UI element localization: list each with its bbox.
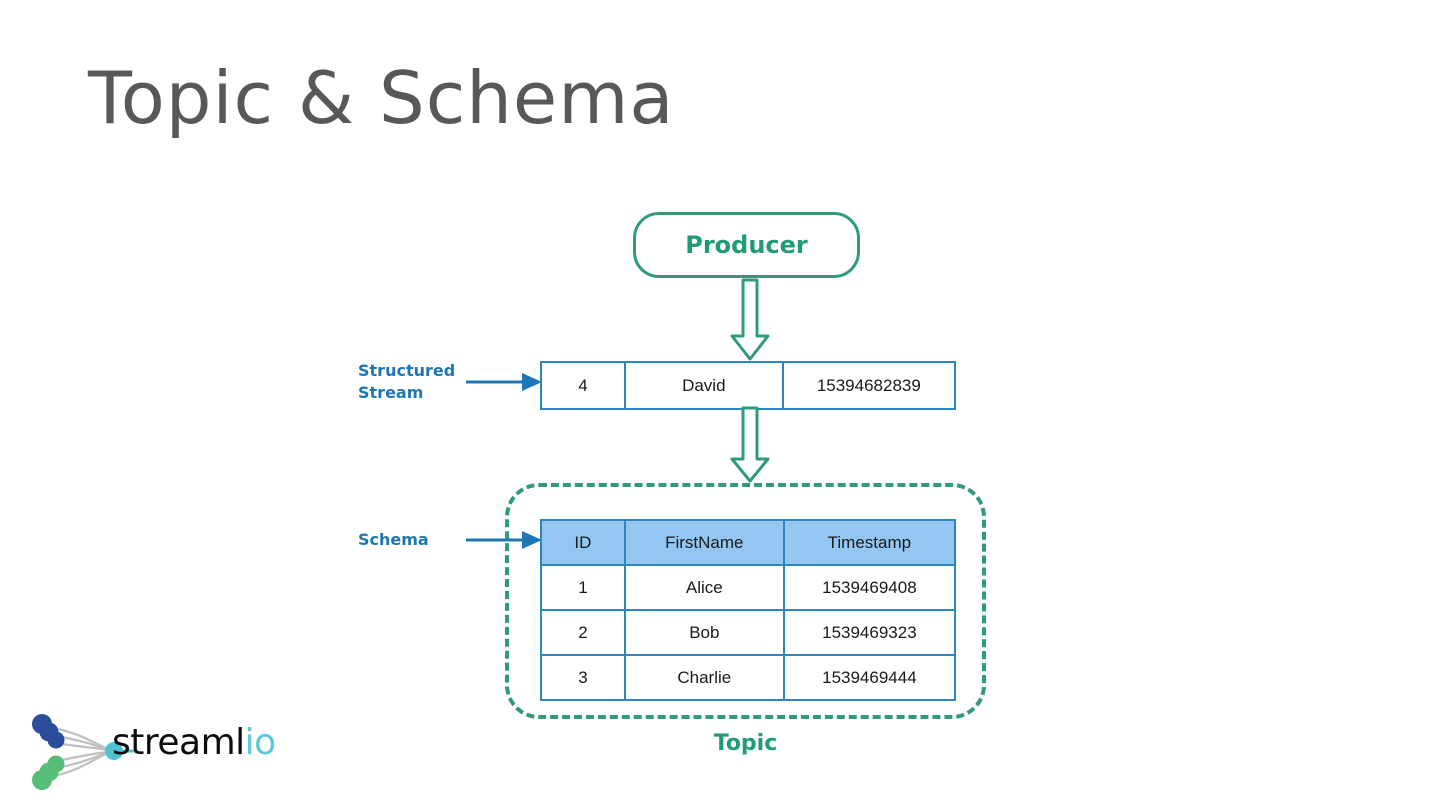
logo-wordmark-accent: io (244, 722, 277, 763)
schema-label: Schema (358, 530, 429, 549)
logo-blue-nodes (32, 714, 65, 749)
page-title: Topic & Schema (88, 56, 675, 140)
arrow-producer-to-stream-icon (730, 278, 770, 361)
table-row: 4 David 15394682839 (540, 361, 957, 410)
schema-cell-id: 1 (540, 564, 626, 611)
stream-cell-firstname: David (623, 361, 784, 410)
producer-label: Producer (685, 231, 808, 259)
structured-stream-label-line1: Structured (358, 361, 456, 380)
schema-cell-timestamp: 1539469323 (782, 609, 957, 656)
schema-cell-timestamp: 1539469408 (782, 564, 957, 611)
stream-cell-timestamp: 15394682839 (781, 361, 957, 410)
schema-header-timestamp: Timestamp (782, 519, 957, 566)
topic-label: Topic (713, 731, 778, 756)
schema-cell-firstname: Alice (623, 564, 785, 611)
table-row: 1 Alice 1539469408 (540, 564, 957, 611)
table-row: 3 Charlie 1539469444 (540, 654, 957, 701)
schema-cell-timestamp: 1539469444 (782, 654, 957, 701)
schema-cell-id: 2 (540, 609, 626, 656)
schema-header-firstname: FirstName (623, 519, 785, 566)
arrow-stream-to-topic-icon (730, 406, 770, 483)
structured-stream-label-line2: Stream (358, 382, 424, 402)
schema-cell-firstname: Bob (623, 609, 785, 656)
table-row: 2 Bob 1539469323 (540, 609, 957, 656)
schema-header-id: ID (540, 519, 626, 566)
schema-cell-id: 3 (540, 654, 626, 701)
logo-wordmark-dark: streaml (112, 722, 245, 763)
logo-wordmark: streamlio (112, 722, 276, 763)
stream-cell-id: 4 (540, 361, 626, 410)
topic-boundary (505, 483, 986, 719)
logo-green-nodes (32, 755, 65, 790)
producer-node: Producer (633, 212, 860, 278)
structured-stream-label: Structured Stream (358, 360, 478, 403)
arrow-to-schema-header-icon (466, 531, 542, 549)
logo-hub-node (105, 742, 123, 760)
streamlio-logo-icon (32, 714, 134, 790)
schema-table: ID FirstName Timestamp 1 Alice 153946940… (540, 519, 957, 701)
table-header-row: ID FirstName Timestamp (540, 519, 957, 566)
arrow-to-stream-row-icon (466, 373, 542, 391)
schema-cell-firstname: Charlie (623, 654, 785, 701)
structured-stream-row: 4 David 15394682839 (540, 361, 957, 410)
